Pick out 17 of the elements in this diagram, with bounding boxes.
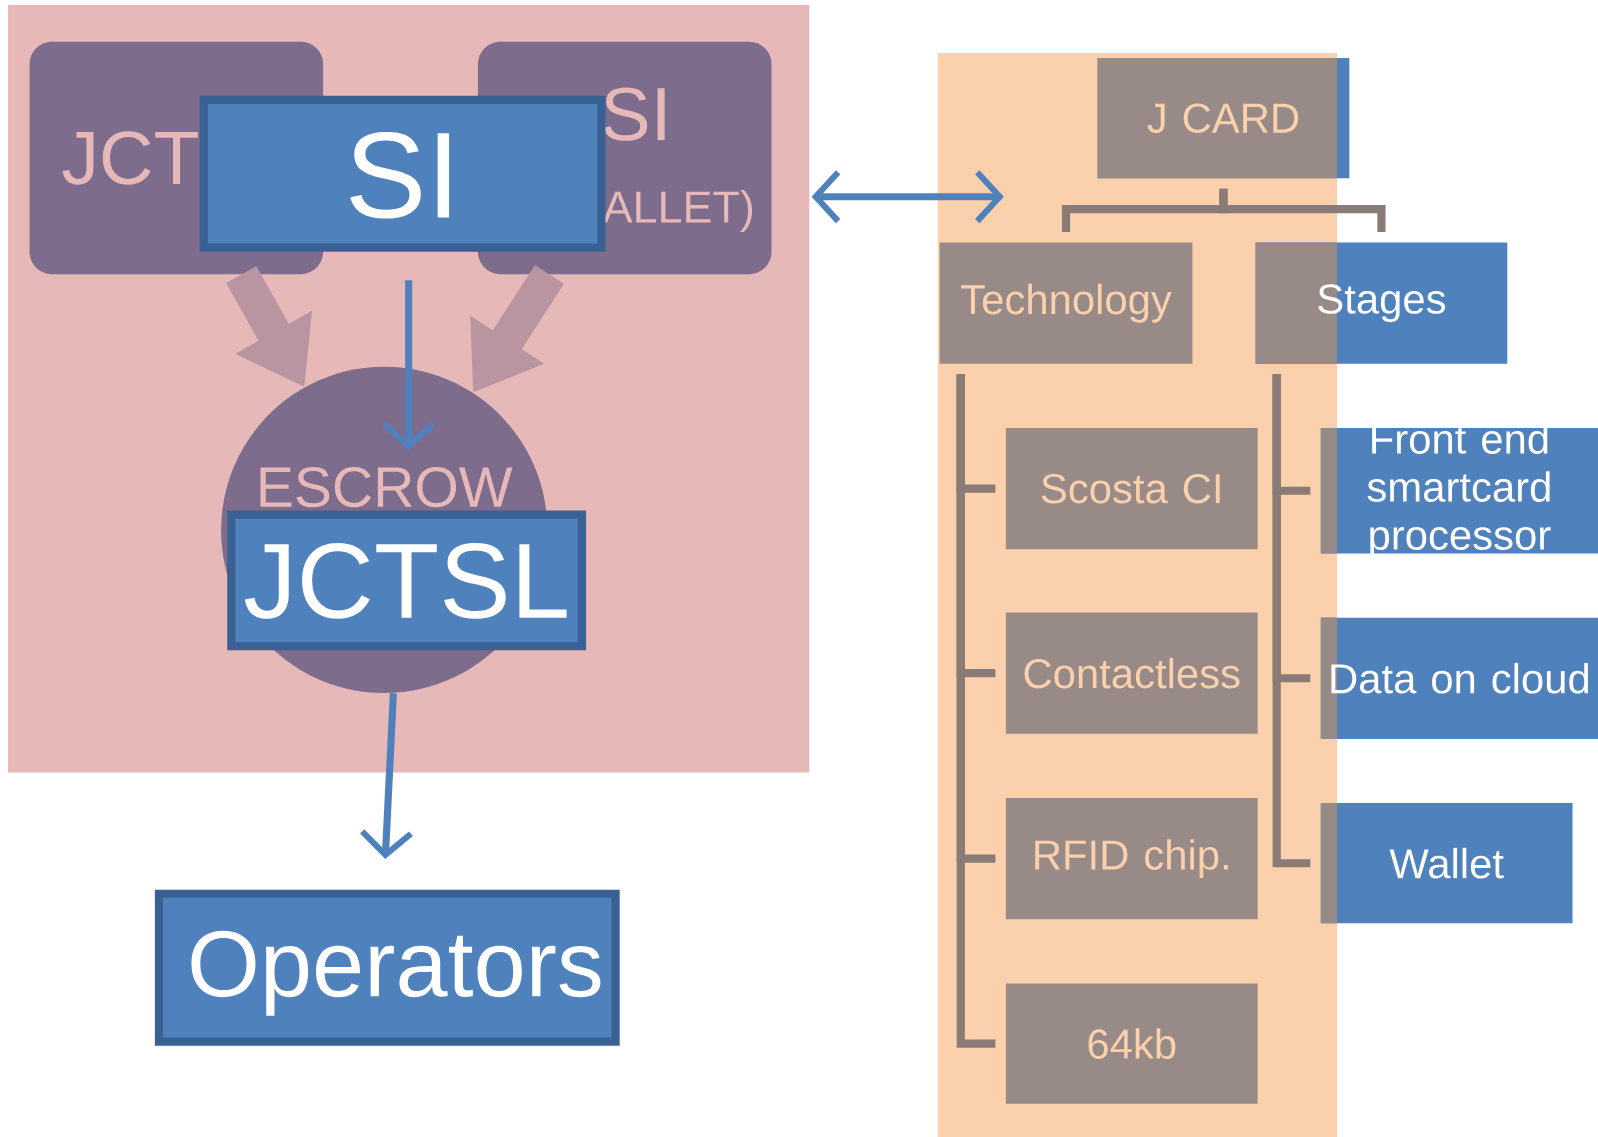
- category-box: J CARD: [1097, 57, 1350, 179]
- label-box: JCTSL: [227, 510, 587, 651]
- connector-line: [1219, 188, 1386, 232]
- category-box: Wallet: [1320, 802, 1573, 924]
- connector-line: [956, 374, 996, 1048]
- label-box: Operators: [154, 889, 620, 1046]
- category-box: 64kb: [1005, 983, 1258, 1104]
- arrow: [359, 692, 413, 859]
- connector-line: [1272, 374, 1311, 868]
- category-box: Data on cloud: [1320, 617, 1598, 739]
- category-box: Stages: [1255, 242, 1508, 364]
- category-box: Technology: [939, 242, 1193, 364]
- category-box: Scosta CI: [1005, 427, 1258, 550]
- label-box: SI: [199, 95, 606, 252]
- category-box: Contactless: [1005, 612, 1258, 734]
- arrow: [811, 170, 1004, 224]
- category-box: RFID chip.: [1005, 797, 1258, 920]
